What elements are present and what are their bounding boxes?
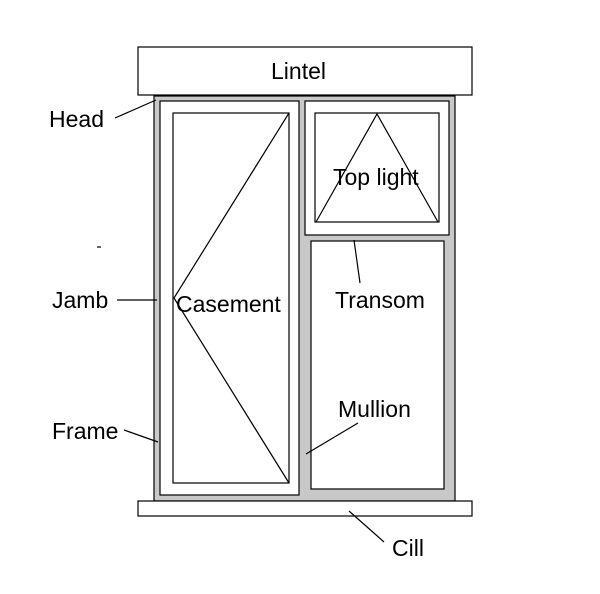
head-label: Head — [49, 106, 104, 132]
lintel-label: Lintel — [271, 58, 326, 84]
frame-label: Frame — [52, 418, 118, 444]
cill-block — [137, 500, 473, 517]
head-leader-line — [114, 99, 157, 119]
casement-glass — [172, 112, 290, 484]
transom-label: Transom — [335, 287, 425, 313]
jamb-label: Jamb — [52, 287, 108, 313]
top-light-opening-indicator — [315, 112, 439, 223]
casement-opening-indicator — [173, 112, 290, 484]
lintel-block — [137, 46, 473, 96]
frame-leader-line — [123, 429, 159, 443]
cill-leader-line — [348, 510, 385, 543]
top-light-label: Top light — [333, 164, 419, 190]
mullion-label: Mullion — [338, 396, 411, 422]
casement-label: Casement — [176, 291, 281, 317]
mullion-leader-line — [305, 422, 359, 455]
cill-label: Cill — [392, 535, 424, 561]
top-light-glass — [314, 112, 440, 223]
fixed-light-glass — [310, 240, 445, 490]
transom-leader-line — [353, 239, 361, 284]
